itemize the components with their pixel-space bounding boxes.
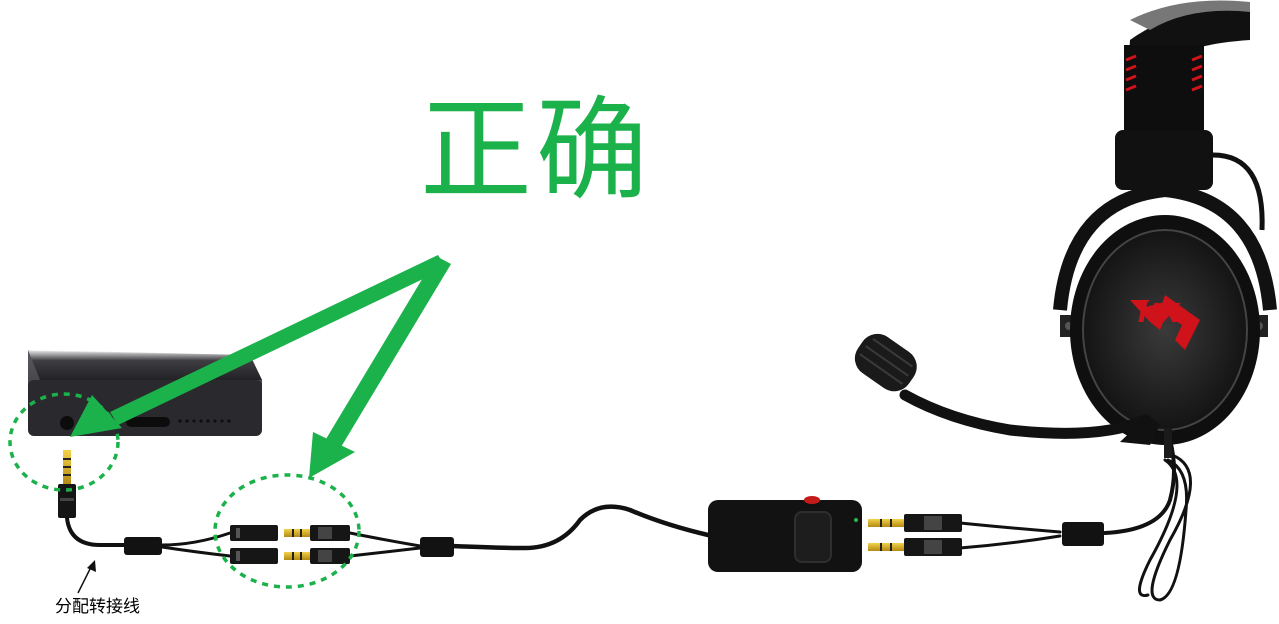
female-sockets [230, 525, 278, 564]
headset: HX [854, 0, 1277, 458]
headband-stitching [1125, 54, 1203, 92]
four-pole-plug [58, 450, 76, 518]
headphone-jack [60, 416, 74, 430]
lightning-port [126, 417, 170, 427]
male-plugs-right [868, 514, 962, 556]
arrow-icon [70, 395, 122, 437]
caption-pointer [77, 560, 96, 594]
splitter-body [124, 537, 162, 555]
cable-joiner [420, 537, 454, 557]
cable-splitter-right [1062, 522, 1104, 546]
highlight-phone-jack [8, 392, 120, 492]
hyperx-logo: HX [1130, 295, 1200, 350]
control-box [708, 496, 862, 572]
highlight-plug-connection [213, 473, 361, 589]
dashed-highlights [8, 392, 361, 589]
cables [65, 438, 1192, 602]
microphone [854, 333, 917, 392]
green-arrows [70, 255, 451, 478]
splitter-cable-caption: 分配转接线 [55, 597, 140, 617]
correct-headline: 正确 [420, 86, 652, 216]
logo-text: HX [1138, 299, 1182, 329]
arrow-icon [309, 432, 355, 478]
male-plugs-center [284, 525, 350, 564]
